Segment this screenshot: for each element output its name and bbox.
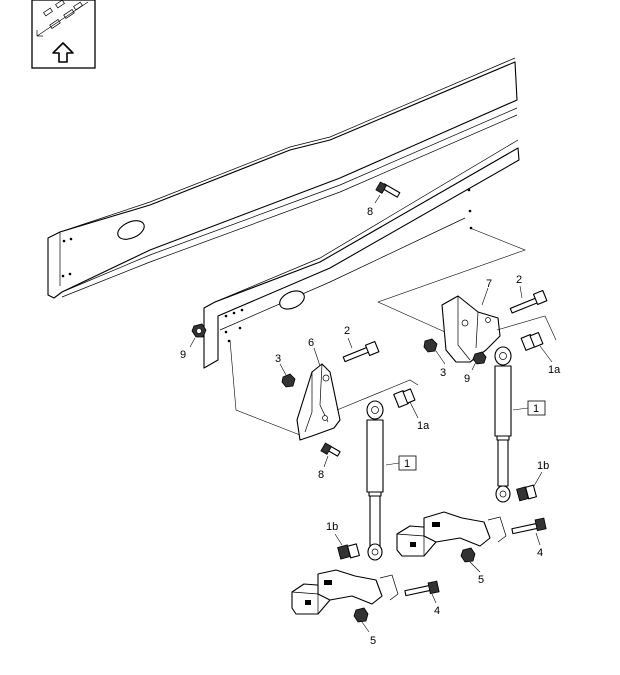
label-nut-5-left: 5 (370, 635, 376, 647)
label-bushing-1a-left: 1a (417, 420, 430, 432)
label-bushing-1b-right: 1b (537, 460, 549, 472)
rail-hole (279, 290, 305, 310)
bolt-8-low (320, 442, 341, 468)
up-arrow-icon (52, 42, 74, 63)
lower-mount-left (291, 569, 399, 615)
upper-frame-rail (47, 57, 518, 299)
bolt-4-right (511, 517, 547, 546)
rail-hole (117, 220, 145, 240)
label-screw-2-left: 2 (344, 325, 350, 337)
label-bracket-6: 6 (308, 337, 314, 349)
nut-5-right (460, 547, 481, 573)
bushing-1b-right (516, 471, 543, 502)
bushing-1a-right (520, 332, 553, 363)
label-bushing-1a-right: 1a (548, 364, 561, 376)
nut-3-left (279, 363, 296, 388)
bracket-7-right (441, 287, 501, 363)
orientation-box (31, 0, 96, 69)
bolt-8-top (374, 181, 401, 204)
bracket-6-left (296, 347, 341, 441)
label-nut-9-right: 9 (464, 373, 470, 385)
label-shock-1-right: 1 (533, 403, 539, 415)
screw-2-left (342, 337, 380, 363)
label-shock-1-left: 1 (404, 458, 410, 470)
screw-2-right (509, 285, 548, 314)
shock-absorber-right (494, 346, 512, 503)
nut-5-left (353, 607, 370, 633)
nut-9-left (189, 323, 207, 348)
shock-absorber-left (366, 400, 384, 561)
nut-9-right (471, 351, 487, 371)
label-bolt-8-top: 8 (367, 206, 373, 218)
label-bolt-8-low: 8 (318, 469, 324, 481)
vehicle-sketch-icon (36, 0, 89, 37)
label-bolt-4-right: 4 (537, 547, 543, 559)
label-nut-9-left: 9 (180, 349, 186, 361)
lower-mount-right (396, 511, 507, 557)
label-nut-3-left: 3 (275, 353, 281, 365)
bolt-4-left (404, 580, 440, 604)
label-screw-2-right: 2 (516, 274, 522, 286)
lower-frame-rail (203, 139, 526, 436)
label-bracket-7: 7 (486, 278, 492, 290)
bushing-1a-left (393, 388, 419, 419)
bushing-1b-left (334, 533, 360, 560)
label-nut-5-right: 5 (478, 574, 484, 586)
nut-3-right (423, 338, 446, 365)
label-bushing-1b-left: 1b (326, 521, 338, 533)
label-bolt-4-left: 4 (434, 605, 440, 617)
label-nut-3-right: 3 (440, 367, 446, 379)
